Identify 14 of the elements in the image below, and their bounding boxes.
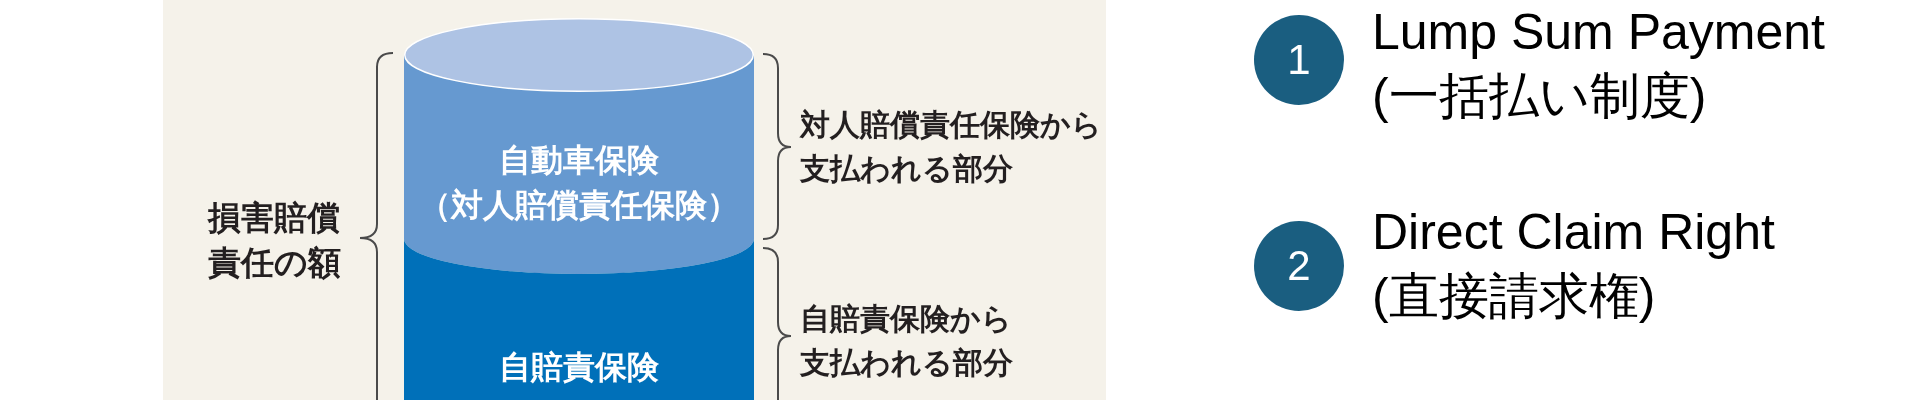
item-label: Lump Sum Payment [1372, 3, 1825, 62]
bracket-label: 損害賠償責任の額 [208, 196, 342, 284]
bracket-label: 自賠責保険から支払われる部分 [800, 300, 1014, 382]
number-badge: 1 [1254, 15, 1344, 105]
item-label: (直接請求権) [1372, 267, 1656, 326]
bracket-label: 対人賠償責任保険から支払われる部分 [800, 106, 1103, 188]
cylinder-upper-section [404, 18, 754, 274]
segment-label: （対人賠償責任保険） [419, 184, 739, 226]
cylinder-lower-section [404, 239, 754, 400]
segment-label: 自動車保険 [499, 139, 659, 181]
item-label: Direct Claim Right [1372, 203, 1775, 262]
item-label: (一括払い制度) [1372, 67, 1707, 126]
number-badge: 2 [1254, 221, 1344, 311]
segment-label: 自賠責保険 [499, 346, 659, 388]
